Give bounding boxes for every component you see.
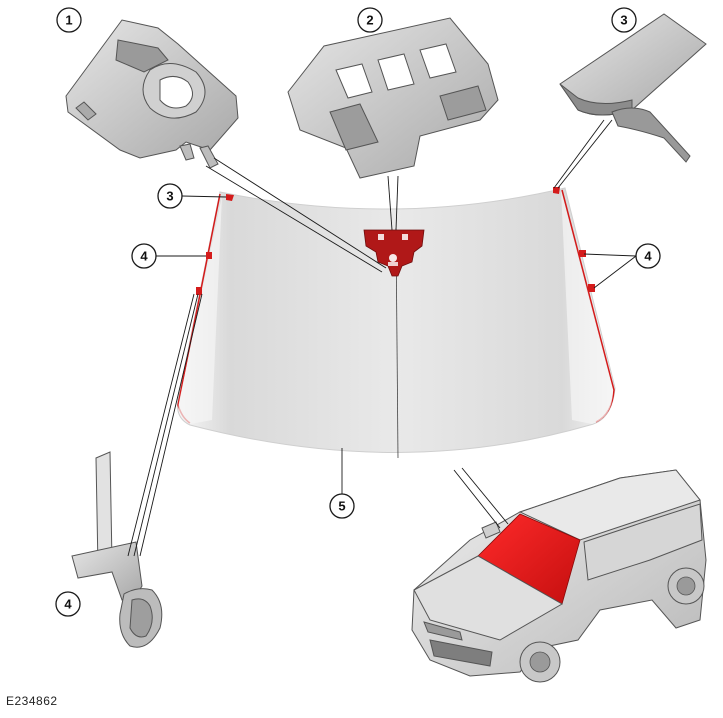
leader-vehicle-b xyxy=(461,467,509,525)
leader-part1-b xyxy=(205,165,383,273)
clip-marker-right-lower xyxy=(588,284,595,292)
callout-1: 1 xyxy=(56,7,82,33)
callout-label-1: 1 xyxy=(65,13,72,28)
callout-4-left: 4 xyxy=(131,243,157,269)
callout-4-right: 4 xyxy=(635,243,661,269)
camera-bracket-part xyxy=(287,17,499,179)
callout-5: 5 xyxy=(329,493,355,519)
vehicle-illustration xyxy=(411,469,707,683)
leader-callout-4-right-a xyxy=(583,253,637,257)
mirror-bracket-on-glass xyxy=(363,229,425,277)
clip-marker-left-upper xyxy=(206,252,212,259)
leader-callout-4-right-b xyxy=(593,255,637,289)
callout-label-3-left: 3 xyxy=(166,189,173,204)
glass-spacer-part xyxy=(559,13,707,163)
spacer-marker-left xyxy=(226,194,234,201)
clip-marker-left-lower xyxy=(196,287,202,295)
vehicle-mirror xyxy=(481,521,501,539)
vehicle-bonnet xyxy=(413,555,564,641)
leader-part2-a xyxy=(387,175,393,231)
leader-detail4-c xyxy=(139,293,203,557)
callout-label-3-top: 3 xyxy=(620,13,627,28)
callout-label-5: 5 xyxy=(338,499,345,514)
callout-4-detail: 4 xyxy=(55,591,81,617)
windscreen-right-band xyxy=(561,190,613,424)
vehicle-rear-wheel-hub xyxy=(676,576,696,596)
leader-part3-b xyxy=(557,119,613,189)
vehicle-front-wheel-hub xyxy=(529,651,551,673)
leader-vehicle-a xyxy=(453,469,501,529)
clip-marker-right-upper xyxy=(579,250,586,257)
callout-2: 2 xyxy=(357,7,383,33)
vehicle-headlight xyxy=(423,621,463,641)
vehicle-side-window xyxy=(583,503,703,581)
leader-callout-3-left xyxy=(181,195,227,198)
leader-detail4-a xyxy=(127,293,195,557)
leader-part3-a xyxy=(553,119,605,189)
callout-label-4-detail: 4 xyxy=(64,597,72,612)
leader-part1-a xyxy=(213,157,387,269)
leader-detail4-b xyxy=(133,293,199,557)
callout-label-2: 2 xyxy=(366,13,373,28)
spacer-marker-right xyxy=(553,187,560,194)
callout-label-4-left: 4 xyxy=(140,249,148,264)
callout-3-left: 3 xyxy=(157,183,183,209)
callout-3-top-right: 3 xyxy=(611,7,637,33)
vehicle-grille xyxy=(429,639,493,667)
figure-reference-id: E234862 xyxy=(6,694,58,708)
leader-part2-b xyxy=(395,175,399,231)
callout-label-4-right: 4 xyxy=(644,249,652,264)
sensor-bracket-part xyxy=(65,19,239,169)
retaining-clip-detail-part xyxy=(71,451,163,648)
